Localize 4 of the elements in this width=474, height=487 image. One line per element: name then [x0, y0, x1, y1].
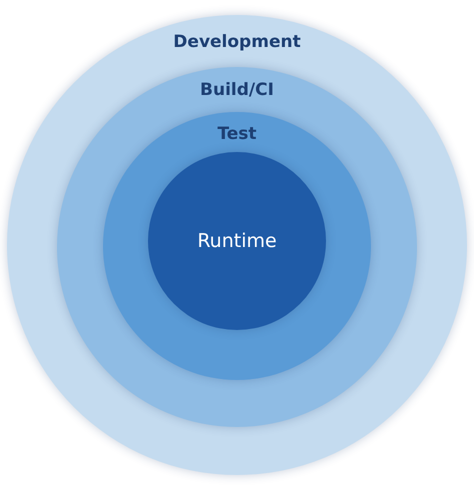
- layer-label: Build/CI: [200, 80, 274, 100]
- layer-label: Runtime: [197, 230, 277, 252]
- layer-label: Test: [217, 124, 257, 144]
- layer-label: Development: [173, 32, 301, 52]
